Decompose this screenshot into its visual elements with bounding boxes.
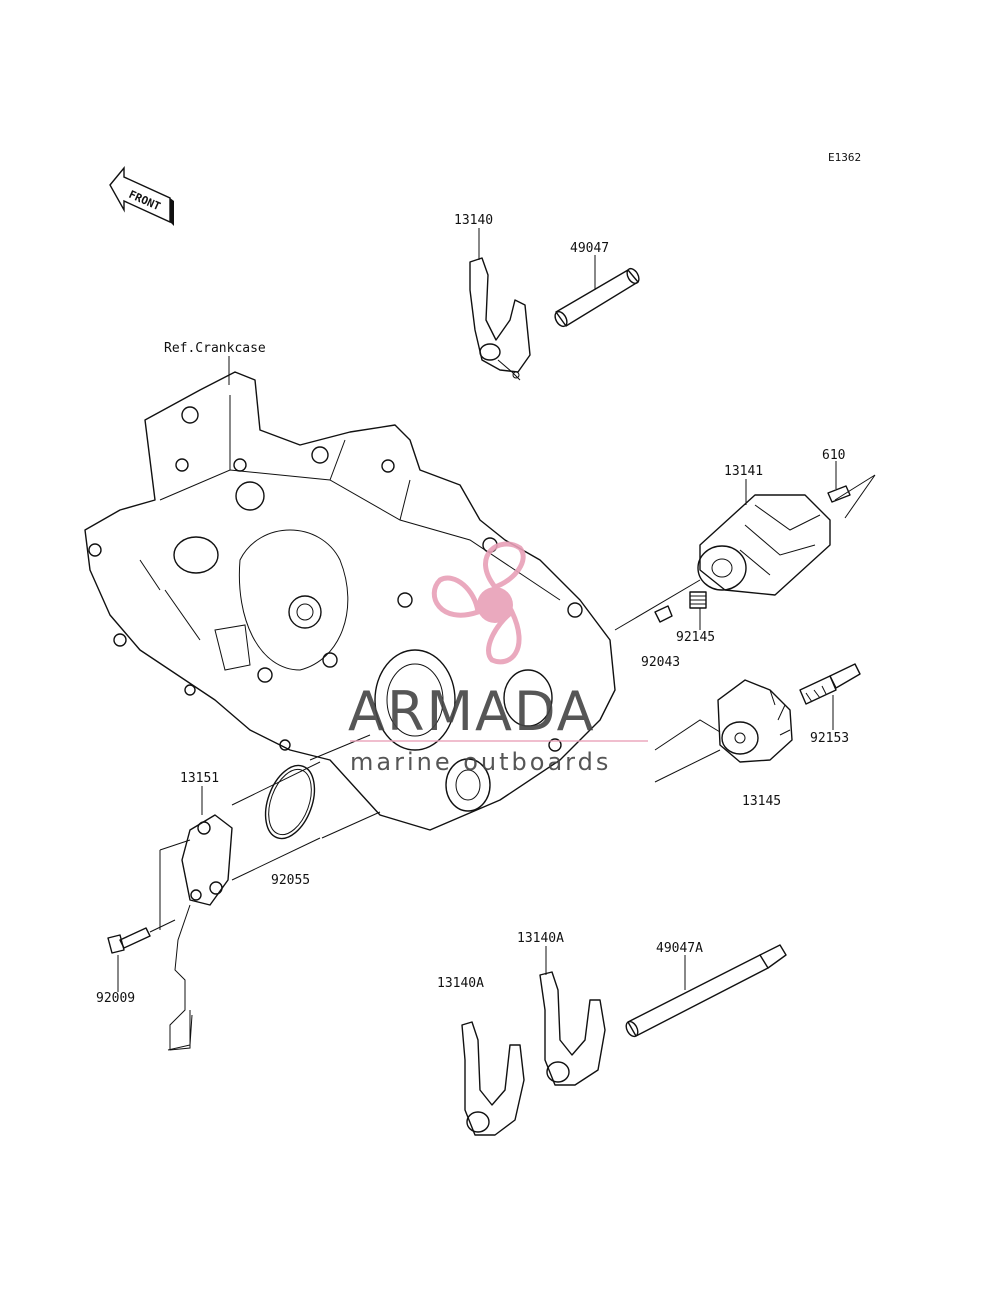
shaft-49047: [554, 267, 640, 328]
watermark-brand: ARMADA: [348, 680, 596, 743]
shift-cam-13145: [717, 679, 793, 763]
label-13140A-lower: 13140A: [437, 976, 484, 991]
ref-crankcase-label: Ref.Crankcase: [164, 341, 266, 356]
spring-92145: [689, 591, 707, 609]
pin-92043: [654, 605, 673, 623]
diagram-code: E1362: [828, 151, 861, 164]
label-92145: 92145: [676, 630, 715, 645]
label-13151: 13151: [180, 771, 219, 786]
label-92043: 92043: [641, 655, 680, 670]
watermark-tagline: marine outboards: [350, 748, 611, 776]
shaft-49047A: [625, 944, 787, 1038]
shift-fork-13140: [469, 257, 531, 381]
shift-fork-13140A-lower: [461, 1021, 525, 1136]
label-92009: 92009: [96, 991, 135, 1006]
o-ring-92055: [264, 734, 381, 840]
label-92153: 92153: [810, 731, 849, 746]
bolt-92153: [799, 663, 861, 705]
label-610: 610: [822, 448, 845, 463]
bolt-92009: [107, 919, 176, 954]
label-13140: 13140: [454, 213, 493, 228]
label-13145: 13145: [742, 794, 781, 809]
guide-plate-13151: [159, 814, 233, 1051]
pin-610: [827, 485, 851, 503]
armada-watermark: ARMADA marine outboards: [348, 541, 648, 776]
shift-drum-13141: [697, 494, 831, 596]
label-92055: 92055: [271, 873, 310, 888]
label-49047: 49047: [570, 241, 609, 256]
label-49047A: 49047A: [656, 941, 703, 956]
label-13140A-upper: 13140A: [517, 931, 564, 946]
propeller-logo-icon: [431, 541, 526, 665]
crankcase-drawing: [84, 371, 616, 831]
shift-fork-13140A-upper: [539, 971, 606, 1086]
front-arrow-icon: FRONT: [109, 166, 174, 226]
label-13141: 13141: [724, 464, 763, 479]
